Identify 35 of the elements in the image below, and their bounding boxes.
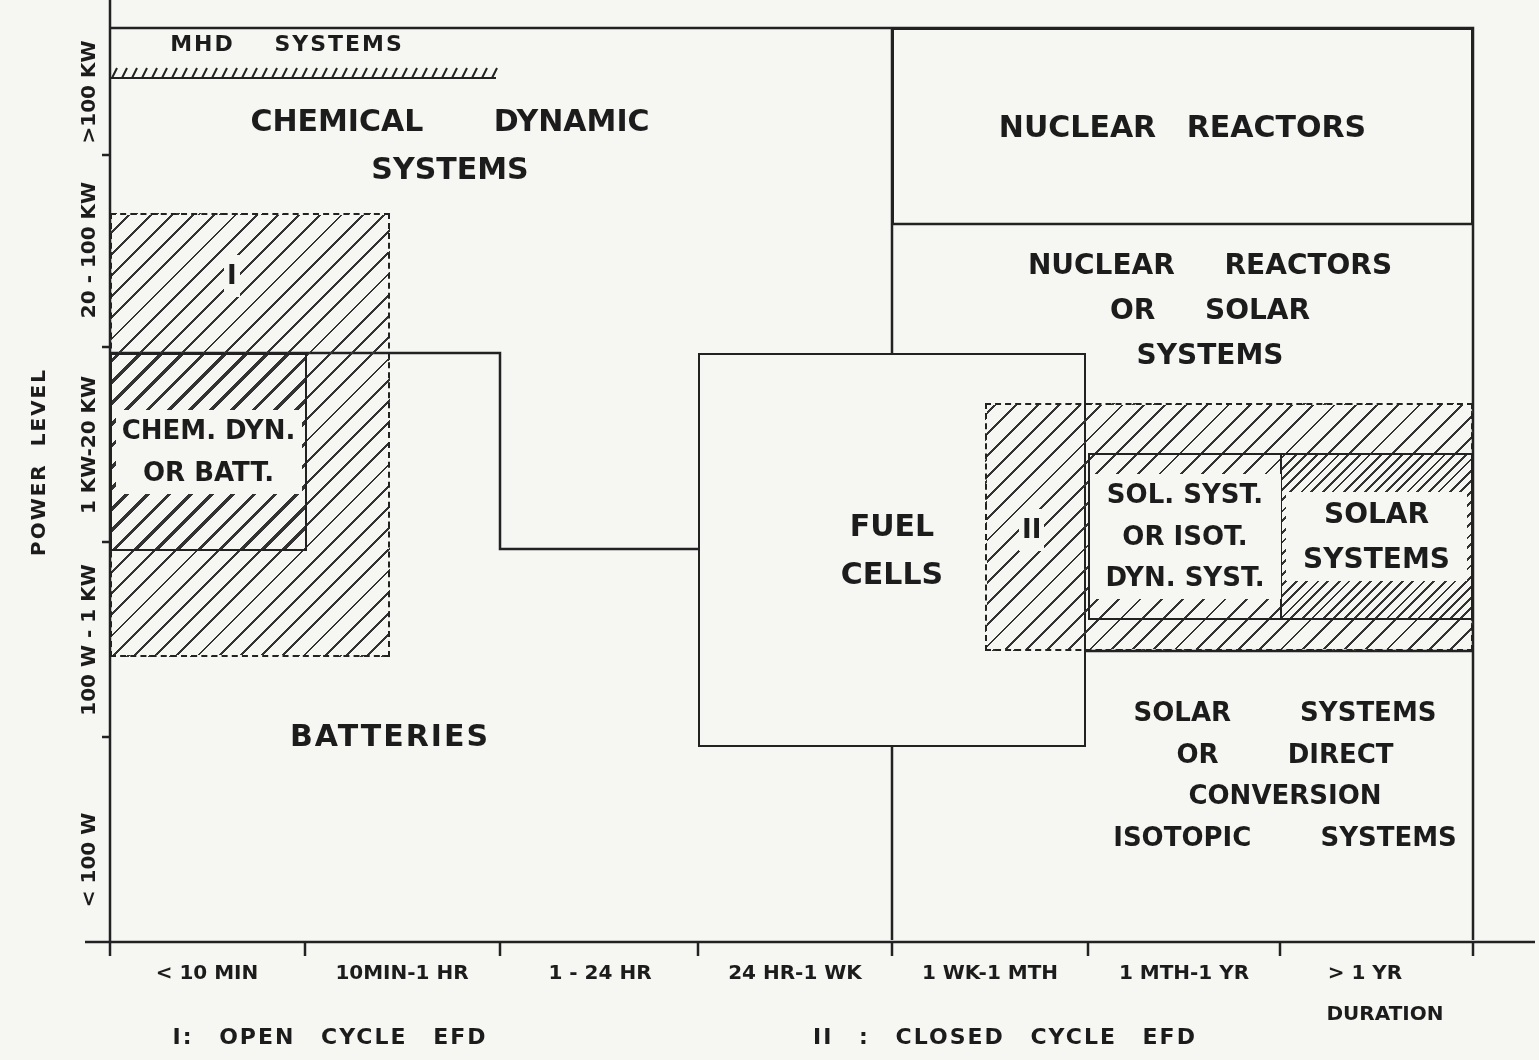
region-label: II : CLOSED CYCLE EFD	[813, 1023, 1197, 1052]
region-label: I: OPEN CYCLE EFD	[172, 1023, 488, 1052]
axis-tick-label: 100 W - 1 KW	[75, 564, 101, 716]
hatched-region	[110, 353, 307, 551]
hatched-region	[1280, 453, 1473, 620]
region-label: SOLAR SYSTEMS	[1286, 491, 1467, 582]
region-label: NUCLEAR REACTORS OR SOLAR SYSTEMS	[1026, 246, 1394, 373]
axis-tick-label: 10MIN-1 HR	[335, 959, 469, 986]
axis-tick-label: >100 KW	[75, 40, 101, 144]
region-label: MHD SYSTEMS	[170, 30, 404, 59]
hatched-region	[110, 213, 390, 657]
region-label: CHEM. DYN. OR BATT.	[115, 410, 302, 494]
region-label: SOL. SYST. OR ISOT. DYN. SYST.	[1089, 474, 1281, 599]
axis-tick-label: 1 KW-20 KW	[75, 375, 101, 515]
axis-tick-label: 20 - 100 KW	[75, 181, 101, 319]
axis-tick-label: < 100 W	[75, 812, 101, 908]
region-label: I	[224, 255, 240, 297]
region-label: CHEMICAL DYNAMIC SYSTEMS	[249, 102, 651, 188]
axis-tick-label: 1 WK-1 MTH	[921, 959, 1059, 986]
axis-tick-label: 24 HR-1 WK	[728, 959, 862, 986]
axis-tick-label: DURATION	[1326, 1000, 1444, 1027]
region-box	[892, 28, 1473, 225]
axis-tick-label: 1 - 24 HR	[548, 959, 652, 986]
region-label: FUEL CELLS	[839, 507, 945, 593]
region-box	[1088, 453, 1282, 620]
region-label: NUCLEAR REACTORS	[997, 107, 1368, 146]
axis-tick-label: POWER LEVEL	[25, 368, 51, 556]
axis-tick-label: < 10 MIN	[155, 959, 259, 986]
axis-tick-label: 1 MTH-1 YR	[1118, 959, 1250, 986]
region-label: II	[1019, 509, 1045, 551]
region-label: BATTERIES	[289, 717, 491, 755]
region-box	[698, 353, 1086, 747]
hatched-region	[985, 403, 1473, 651]
region-label: SOLAR SYSTEMS OR DIRECT CONVERSION ISOTOPIC SYSTEMS	[1112, 695, 1458, 854]
axis-tick-label: > 1 YR	[1327, 959, 1403, 986]
